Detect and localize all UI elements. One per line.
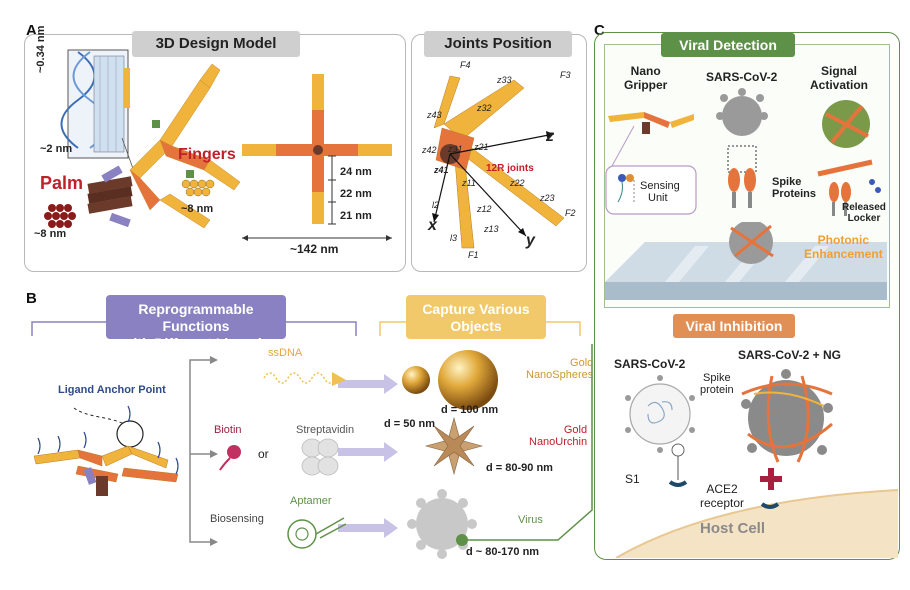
viral-inhibition-title: Viral Inhibition [673,314,795,338]
joint-z23: z23 [540,193,555,203]
d-80-90nm-label: d = 80-90 nm [486,462,553,474]
d-100nm-label: d = 100 nm [441,404,499,416]
joint-z13: z13 [484,224,499,234]
sars-cov2-virus-icon [716,88,768,208]
axis-x: x [428,217,437,234]
finger-cross-section-icon [181,179,215,197]
palm-width-label: ~8 nm [34,228,67,240]
capture-bracket [379,321,581,336]
host-cell-label: Host Cell [700,520,766,537]
joint-f2: F2 [565,208,576,218]
joint-z41: z41 [434,165,449,175]
joint-z32: z32 [477,103,492,113]
dna-rise-label: ~0.34 nm [35,25,47,73]
free-virus-icon [625,375,695,487]
joint-f3: F3 [560,70,571,80]
reprog-bracket [31,321,357,336]
gold-nanourchin-label: Gold NanoUrchin [529,424,588,448]
ligand-squiggle-icon [37,405,179,475]
joints-diagram [432,75,565,249]
viral-detection-title: Viral Detection [661,33,795,57]
ligand-anchor-label: Ligand Anchor Point [58,384,166,396]
joint-z11: z11 [462,178,476,188]
joint-z12: z12 [477,204,492,214]
streptavidin-label: Streptavidin [296,424,355,436]
axis-y: y [526,232,535,249]
axis-z: z [546,128,554,145]
ssdna-icon [263,372,346,386]
joint-z33: z33 [497,75,512,85]
biosensing-label: Biosensing [210,513,264,525]
aptamer-icon [287,517,347,549]
ace2-receptor-icon [668,480,688,487]
virus-to-panel-c-connector [462,344,593,541]
host-cell-membrane [615,489,898,558]
fingers-label: Fingers [178,146,236,163]
gold-nanourchin-icon [424,416,484,476]
joint-f1: F1 [468,250,479,260]
sars-cov2-ng-label: SARS-CoV-2 + NG [738,348,842,362]
biotin-label: Biotin [214,424,242,436]
spike-protein-icon [728,168,756,208]
gold-nanospheres-icon [402,350,498,410]
joint-f4: F4 [460,60,471,70]
joint-z22: z22 [510,178,525,188]
joint-l3: l3 [450,233,458,243]
design-model-illustration [44,49,141,228]
virus-label: Virus [518,514,543,526]
sars-cov2-detection-label: SARS-CoV-2 [706,70,778,84]
panel-c-letter: C [594,22,605,39]
joint-l2: l2 [432,200,440,210]
panel-c-box [594,32,900,560]
panel-b-letter: B [26,290,37,307]
joint-z42: z42 [422,145,437,155]
streptavidin-icon [301,438,339,476]
joint-z21: z21 [474,142,489,152]
sensing-illustration [605,112,697,215]
signal-activation-icon [817,100,881,216]
sars-cov2-inhibition-label: SARS-CoV-2 [614,357,686,371]
aptamer-label: Aptamer [290,495,332,507]
d-50nm-label: d = 50 nm [384,418,436,430]
gold-nanospheres-label: Gold NanoSpheres [526,357,594,381]
segment-21nm: 21 nm [340,210,372,222]
dna-width-label: ~2 nm [40,143,73,155]
biotin-icon [219,445,241,471]
branch-arrows [189,356,398,546]
block-cross-icon [760,468,782,490]
joints-position-title: Joints Position [424,31,572,57]
design-model-title: 3D Design Model [132,31,300,57]
ssdna-label: ssDNA [268,347,303,359]
segment-22nm: 22 nm [340,188,372,200]
palm-label: Palm [40,173,84,193]
d-80-170nm-label: d ~ 80-170 nm [466,546,540,558]
segment-24nm: 24 nm [340,166,372,178]
span-142nm: ~142 nm [290,242,339,256]
virus-with-gripper-icon [741,369,833,509]
joint-z31: z31 [448,144,463,154]
joints-note: 12R joints [486,163,534,174]
photonic-surface [605,222,887,300]
palm-cross-section-icon [44,204,76,228]
or-label: or [258,447,269,461]
panel-a-letter: A [26,22,37,39]
nano-gripper-3d-icon [129,63,241,229]
ligand-gripper-illustration [33,405,179,496]
joint-z43: z43 [427,110,442,120]
small-gripper-icon [608,112,694,134]
fingers-width-label: ~8 nm [181,203,214,215]
flat-cross-design [242,74,392,241]
palm-bundle-icon [87,176,133,214]
s1-label: S1 [625,472,640,486]
